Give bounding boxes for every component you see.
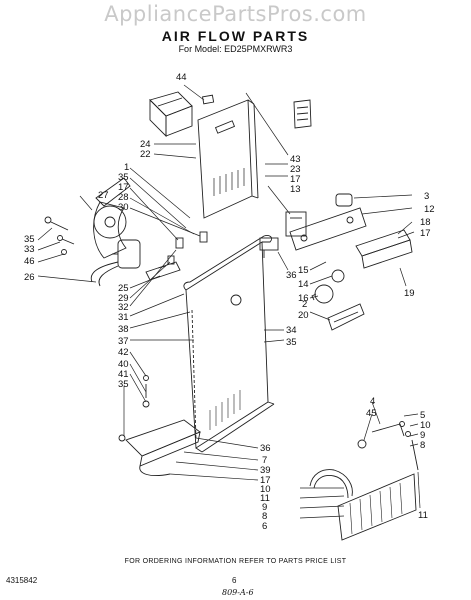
- light-housing: [355, 229, 413, 269]
- callout-17: 17: [260, 475, 271, 486]
- callout-20: 20: [298, 310, 309, 321]
- callout-7: 7: [262, 455, 267, 466]
- callout-46: 46: [24, 256, 35, 267]
- callout-37: 37: [118, 336, 129, 347]
- callout-29: 29: [118, 293, 129, 304]
- drain-heater-grille: [337, 473, 417, 541]
- callout-11: 11: [260, 493, 270, 504]
- top-duct-cover: [149, 91, 193, 138]
- callout-16: 16: [298, 293, 309, 304]
- leader-lines: [37, 84, 421, 519]
- watermark: AppliancePartsPros.com: [104, 2, 367, 26]
- callout-6: 6: [262, 521, 267, 532]
- callout-5: 5: [420, 410, 425, 421]
- callout-11: 11: [418, 510, 428, 521]
- callout-23: 23: [290, 164, 301, 175]
- callout-12: 12: [424, 204, 435, 215]
- callout-40: 40: [118, 359, 129, 370]
- callout-9: 9: [420, 430, 425, 441]
- handwritten-note: 809-A-6: [222, 588, 254, 597]
- callout-36: 36: [260, 443, 271, 454]
- callout-17: 17: [420, 228, 431, 239]
- pins-lower-left: [142, 375, 150, 408]
- callout-15: 15: [298, 265, 309, 276]
- document-number: 4315842: [6, 576, 38, 585]
- callout-8: 8: [420, 440, 425, 451]
- callout-38: 38: [118, 324, 129, 335]
- callout-44: 44: [176, 72, 187, 83]
- callout-36: 36: [286, 270, 297, 281]
- callout-9: 9: [262, 502, 267, 513]
- callout-45: 45: [366, 408, 377, 419]
- fan-motor: [90, 239, 141, 287]
- callout-17: 17: [118, 182, 129, 193]
- callout-35: 35: [118, 379, 129, 390]
- page-number: 6: [232, 576, 237, 585]
- callout-10: 10: [260, 484, 271, 495]
- callout-3: 3: [424, 191, 429, 202]
- drain-trough: [118, 419, 201, 477]
- callout-2: 2: [302, 299, 307, 310]
- water-tube: [309, 469, 353, 499]
- fan-shroud: [93, 177, 131, 259]
- callout-28: 28: [118, 192, 129, 203]
- switch-part: [259, 237, 279, 258]
- callout-22: 22: [140, 149, 151, 160]
- diagram-title: AIR FLOW PARTS: [161, 28, 310, 44]
- callout-25: 25: [118, 283, 129, 294]
- model-line: For Model: ED25PMXRWR3: [178, 44, 293, 54]
- ordering-info: FOR ORDERING INFORMATION REFER TO PARTS …: [124, 558, 347, 565]
- callout-30: 30: [118, 202, 129, 213]
- callout-numbers: 44 24 22 1 35 17 28 30 43 23 17 13 3 12 …: [24, 72, 435, 532]
- callout-39: 39: [260, 465, 271, 476]
- light-lens: [327, 303, 365, 331]
- callout-19: 19: [404, 288, 415, 299]
- callout-31: 31: [118, 312, 129, 323]
- sensor-part: [335, 193, 353, 207]
- callout-24: 24: [140, 139, 151, 150]
- callout-27: 27: [98, 190, 109, 201]
- callout-43: 43: [290, 154, 301, 165]
- callout-17: 17: [290, 174, 301, 185]
- callout-10: 10: [420, 420, 431, 431]
- fittings-right: [357, 421, 419, 471]
- callout-34: 34: [286, 325, 297, 336]
- callout-42: 42: [118, 347, 129, 358]
- clip-part: [202, 94, 215, 105]
- foam-pad: [293, 99, 312, 129]
- callout-32: 32: [118, 302, 129, 313]
- callout-13: 13: [290, 184, 301, 195]
- callout-14: 14: [298, 279, 309, 290]
- callout-4: 4: [370, 396, 375, 407]
- light-bulb-assembly: [311, 269, 345, 304]
- callout-1: 1: [124, 162, 129, 173]
- callout-41: 41: [118, 369, 129, 380]
- callout-35: 35: [286, 337, 297, 348]
- upper-air-duct-panel: [197, 99, 259, 219]
- callout-18: 18: [420, 217, 431, 228]
- damper-clips: [167, 231, 208, 265]
- evaporator-cover: [183, 235, 275, 453]
- damper-motor: [285, 211, 307, 237]
- callout-33: 33: [24, 244, 35, 255]
- control-bracket: [289, 207, 367, 251]
- screw-set-left: [44, 216, 75, 255]
- motor-bracket: [145, 261, 181, 281]
- callout-8: 8: [262, 511, 267, 522]
- callout-26: 26: [24, 272, 35, 283]
- callout-35: 35: [118, 172, 129, 183]
- callout-35: 35: [24, 234, 35, 245]
